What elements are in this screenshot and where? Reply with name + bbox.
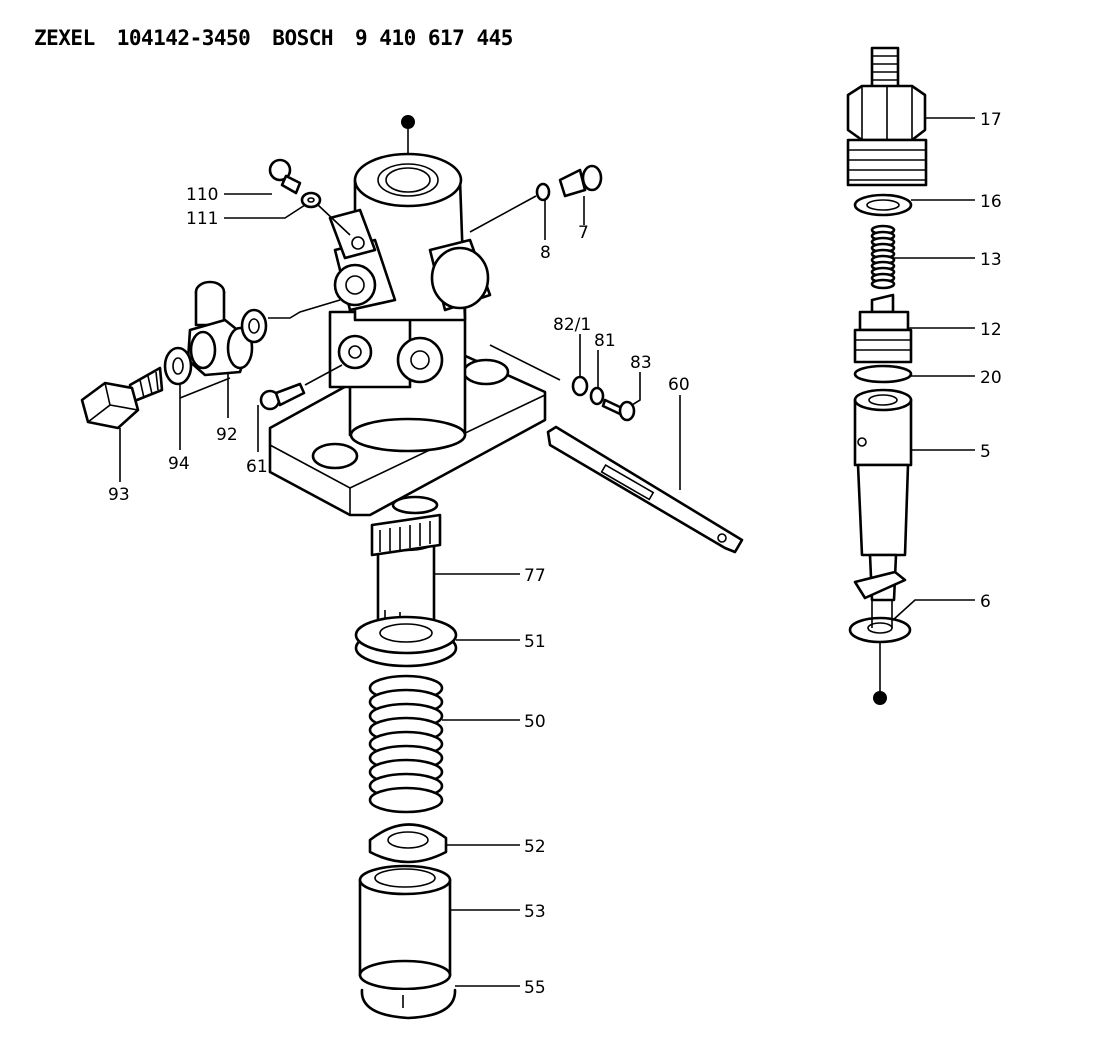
delivery-valve-holder-17 [846,46,928,187]
label-110: 110 [186,185,218,205]
delivery-valve-spring-13 [870,224,896,290]
lower-spring-seat-52 [368,823,448,864]
label-6: 6 [980,592,991,612]
screw-7 [558,164,603,198]
label-83: 83 [630,353,652,373]
label-60: 60 [668,375,690,395]
drawing-header: ZEXEL 104142-3450 BOSCH 9 410 617 445 [34,26,535,50]
label-16: 16 [980,192,1002,212]
label-13: 13 [980,250,1002,270]
reference-dot-bottom [873,691,887,705]
delivery-valve-holder-housing [328,152,492,384]
label-8: 8 [540,243,551,263]
washer-111 [300,191,322,209]
washer-82-1 [571,375,589,397]
washer-8 [535,182,551,202]
pump-barrel [328,298,467,453]
bosch-part-number: 9 410 617 445 [355,26,513,50]
label-7: 7 [578,223,589,243]
control-sleeve-77 [370,495,442,627]
screw-83 [601,398,636,422]
washer-81 [589,386,605,406]
plunger-foot-6 [848,600,912,644]
label-61: 61 [246,457,268,477]
zexel-part-number: 104142-3450 [116,26,251,50]
delivery-valve-12 [853,293,913,364]
banjo-fitting-92 [186,280,268,377]
o-ring-20 [853,364,913,384]
spring-coil [368,786,444,814]
gasket-16 [853,193,913,217]
label-5: 5 [980,442,991,462]
tappet-53 [358,864,452,991]
screw-110 [268,158,302,195]
control-rack-60 [546,425,744,554]
reference-dot-top [401,115,415,129]
label-81: 81 [594,331,616,351]
label-77: 77 [524,566,546,586]
label-51: 51 [524,632,546,652]
upper-spring-seat-51 [354,615,458,668]
label-20: 20 [980,368,1002,388]
washer-94 [163,346,193,386]
label-93: 93 [108,485,130,505]
label-52: 52 [524,837,546,857]
plunger-barrel-5 [853,388,913,602]
label-94: 94 [168,454,190,474]
label-53: 53 [524,902,546,922]
label-55: 55 [524,978,546,998]
label-17: 17 [980,110,1002,130]
banjo-bolt-93 [80,366,164,430]
brand-zexel: ZEXEL [34,26,95,50]
label-12: 12 [980,320,1002,340]
label-82-1: 82/1 [553,315,591,335]
brand-bosch: BOSCH [272,26,334,50]
snap-ring-55 [360,988,457,1020]
screw-61 [259,382,306,411]
spring-coil [870,278,896,290]
label-50: 50 [524,712,546,732]
label-92: 92 [216,425,238,445]
plunger-spring-50 [368,674,444,814]
label-111: 111 [186,209,218,229]
